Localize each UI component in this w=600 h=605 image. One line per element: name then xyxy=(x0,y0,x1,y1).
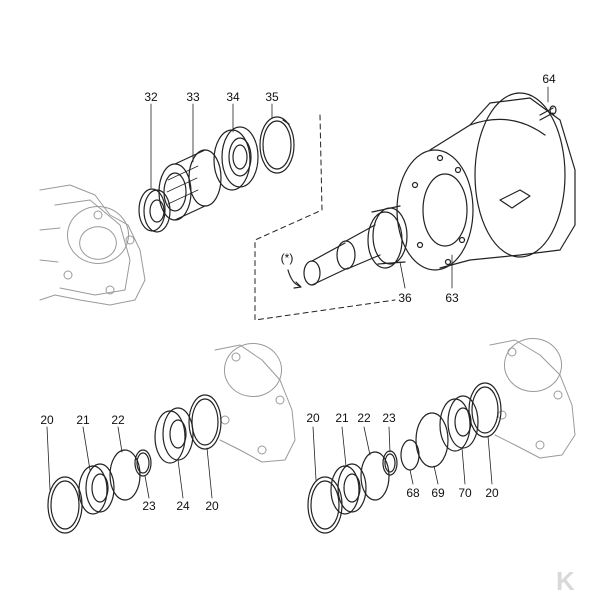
callout-32: 32 xyxy=(144,90,158,104)
callout-21-left: 21 xyxy=(76,413,90,427)
gearbox-housing-bottom-left xyxy=(214,343,296,463)
callout-20-left-a: 20 xyxy=(40,413,54,427)
callout-20-right-a: 20 xyxy=(306,411,320,425)
part-33-needle-bearing xyxy=(158,149,222,221)
callout-22-right: 22 xyxy=(357,411,371,425)
callout-63: 63 xyxy=(445,291,459,305)
part-34-bearing xyxy=(213,126,259,191)
callout-36: 36 xyxy=(398,291,412,305)
part-36-shaft xyxy=(303,205,408,286)
callout-20-left-b: 20 xyxy=(205,499,219,513)
part-32-seal xyxy=(138,188,171,233)
part-35-circlip xyxy=(259,116,295,174)
callout-23-right: 23 xyxy=(382,411,396,425)
callout-35: 35 xyxy=(265,90,279,104)
callout-20-right-b: 20 xyxy=(485,486,499,500)
callout-21-right: 21 xyxy=(335,411,349,425)
part-63-bell-housing xyxy=(396,92,576,271)
brand-logo: K xyxy=(556,566,575,596)
gearbox-housing-top xyxy=(39,184,146,306)
callout-68-right: 68 xyxy=(406,486,420,500)
callout-24-left: 24 xyxy=(176,499,190,513)
part-64-screw xyxy=(539,105,557,121)
callout-33: 33 xyxy=(186,90,200,104)
detail-boundary xyxy=(254,114,396,321)
callout-69-right: 69 xyxy=(431,486,445,500)
leader-lines xyxy=(46,86,549,499)
callout-34: 34 xyxy=(226,90,240,104)
left-parts-assembly xyxy=(47,394,222,534)
gearbox-housing-bottom-right xyxy=(489,338,576,459)
callout-64: 64 xyxy=(542,72,556,86)
callout-22-left: 22 xyxy=(111,413,125,427)
callout-70-right: 70 xyxy=(458,486,472,500)
callout-23-left: 23 xyxy=(142,499,156,513)
note-symbol: (*) xyxy=(280,251,294,265)
right-parts-assembly xyxy=(307,382,502,534)
